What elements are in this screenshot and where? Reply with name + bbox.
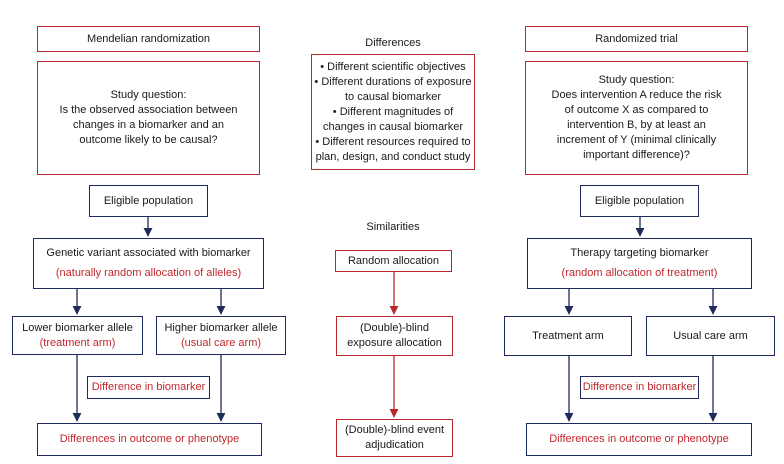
therapy-label: Therapy targeting biomarker bbox=[570, 247, 709, 259]
left-difference-box: Difference in biomarker bbox=[87, 376, 210, 399]
differences-line: • Different scientific objectives bbox=[320, 60, 466, 73]
differences-line: • Different resources required to bbox=[315, 135, 471, 148]
genetic-variant-note: (naturally random allocation of alleles) bbox=[55, 267, 242, 279]
mendelian-header: Mendelian randomization bbox=[87, 32, 210, 45]
differences-line: plan, design, and conduct study bbox=[315, 150, 471, 163]
random-allocation-box: Random allocation bbox=[335, 250, 452, 272]
blind-event-box: (Double)-blind event adjudication bbox=[336, 419, 453, 457]
mendelian-header-box: Mendelian randomization bbox=[37, 26, 260, 52]
blind-exposure-box: (Double)-blind exposure allocation bbox=[336, 316, 453, 356]
differences-line: • Different magnitudes of bbox=[332, 105, 454, 118]
right-outcome-label: Differences in outcome or phenotype bbox=[549, 433, 729, 445]
left-question-line: changes in a biomarker and an bbox=[72, 119, 225, 131]
left-question-line: outcome likely to be causal? bbox=[79, 134, 218, 146]
right-difference-label: Difference in biomarker bbox=[582, 381, 697, 393]
usual-care-arm-label: Usual care arm bbox=[673, 329, 748, 342]
genetic-variant-box: Genetic variant associated with biomarke… bbox=[33, 238, 264, 289]
right-question-line: of outcome X as compared to bbox=[564, 104, 709, 116]
left-eligible-population-box: Eligible population bbox=[89, 185, 208, 217]
lower-allele-box: Lower biomarker allele (treatment arm) bbox=[12, 316, 143, 355]
lower-allele-label: Lower biomarker allele bbox=[22, 321, 133, 334]
left-study-question-box: Study question: Is the observed associat… bbox=[37, 61, 260, 175]
right-eligible-population: Eligible population bbox=[594, 194, 685, 207]
right-eligible-population-box: Eligible population bbox=[580, 185, 699, 217]
differences-line: changes in causal biomarker bbox=[322, 120, 464, 133]
differences-box: • Different scientific objectives • Diff… bbox=[311, 54, 475, 170]
left-question-label: Study question: bbox=[110, 89, 187, 101]
differences-line: • Different durations of exposure bbox=[314, 75, 472, 88]
usual-care-arm-box: Usual care arm bbox=[646, 316, 775, 356]
randomized-header: Randomized trial bbox=[595, 32, 678, 45]
left-question-line: Is the observed association between bbox=[59, 104, 238, 116]
differences-title: Differences bbox=[365, 37, 421, 49]
differences-line: to causal biomarker bbox=[345, 90, 441, 103]
blind-event-line: (Double)-blind event bbox=[344, 424, 445, 436]
similarities-title: Similarities bbox=[366, 221, 420, 233]
randomized-header-box: Randomized trial bbox=[525, 26, 748, 52]
right-question-label: Study question: bbox=[598, 74, 675, 86]
right-question-line: Does intervention A reduce the risk bbox=[551, 89, 722, 101]
therapy-box: Therapy targeting biomarker (random allo… bbox=[527, 238, 752, 289]
left-eligible-population: Eligible population bbox=[103, 194, 194, 207]
right-question-line: intervention B, by at least an bbox=[567, 119, 706, 131]
therapy-note: (random allocation of treatment) bbox=[561, 267, 718, 279]
higher-allele-box: Higher biomarker allele (usual care arm) bbox=[156, 316, 286, 355]
left-outcome-label: Differences in outcome or phenotype bbox=[59, 433, 240, 445]
right-question-line: important difference)? bbox=[583, 149, 690, 161]
higher-allele-label: Higher biomarker allele bbox=[164, 321, 278, 334]
right-difference-box: Difference in biomarker bbox=[580, 376, 699, 399]
right-question-line: increment of Y (minimal clinically bbox=[556, 134, 717, 146]
left-difference-label: Difference in biomarker bbox=[91, 381, 206, 393]
lower-allele-note: (treatment arm) bbox=[39, 336, 116, 349]
blind-event-line: adjudication bbox=[365, 439, 424, 451]
left-outcome-box: Differences in outcome or phenotype bbox=[37, 423, 262, 456]
treatment-arm-box: Treatment arm bbox=[504, 316, 632, 356]
right-outcome-box: Differences in outcome or phenotype bbox=[526, 423, 752, 456]
genetic-variant-label: Genetic variant associated with biomarke… bbox=[46, 247, 251, 259]
blind-exposure-line: exposure allocation bbox=[347, 337, 442, 349]
random-allocation-label: Random allocation bbox=[347, 254, 440, 267]
higher-allele-note: (usual care arm) bbox=[180, 336, 262, 349]
treatment-arm-label: Treatment arm bbox=[532, 329, 604, 342]
right-study-question-box: Study question: Does intervention A redu… bbox=[525, 61, 748, 175]
blind-exposure-line: (Double)-blind bbox=[359, 322, 430, 334]
